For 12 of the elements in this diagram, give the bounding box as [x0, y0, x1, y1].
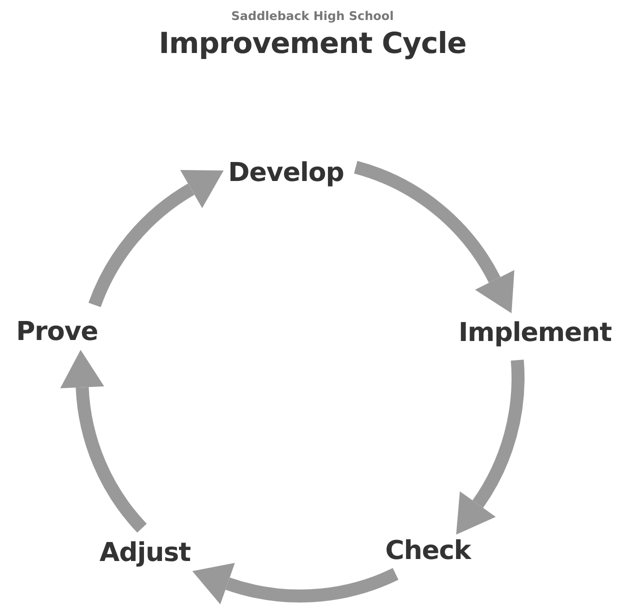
stage-label: Check — [385, 536, 471, 566]
curved-arrow — [354, 161, 514, 312]
stage-label: Adjust — [99, 538, 191, 568]
stage-label: Develop — [228, 158, 344, 188]
subtitle: Saddleback High School — [231, 9, 394, 23]
curved-arrow — [60, 350, 147, 532]
stage-label: Implement — [458, 318, 612, 348]
curved-arrow — [88, 168, 222, 308]
stage-label: Prove — [16, 317, 98, 347]
curved-arrow — [458, 360, 524, 536]
title: Improvement Cycle — [158, 26, 466, 60]
curved-arrow — [192, 562, 398, 605]
